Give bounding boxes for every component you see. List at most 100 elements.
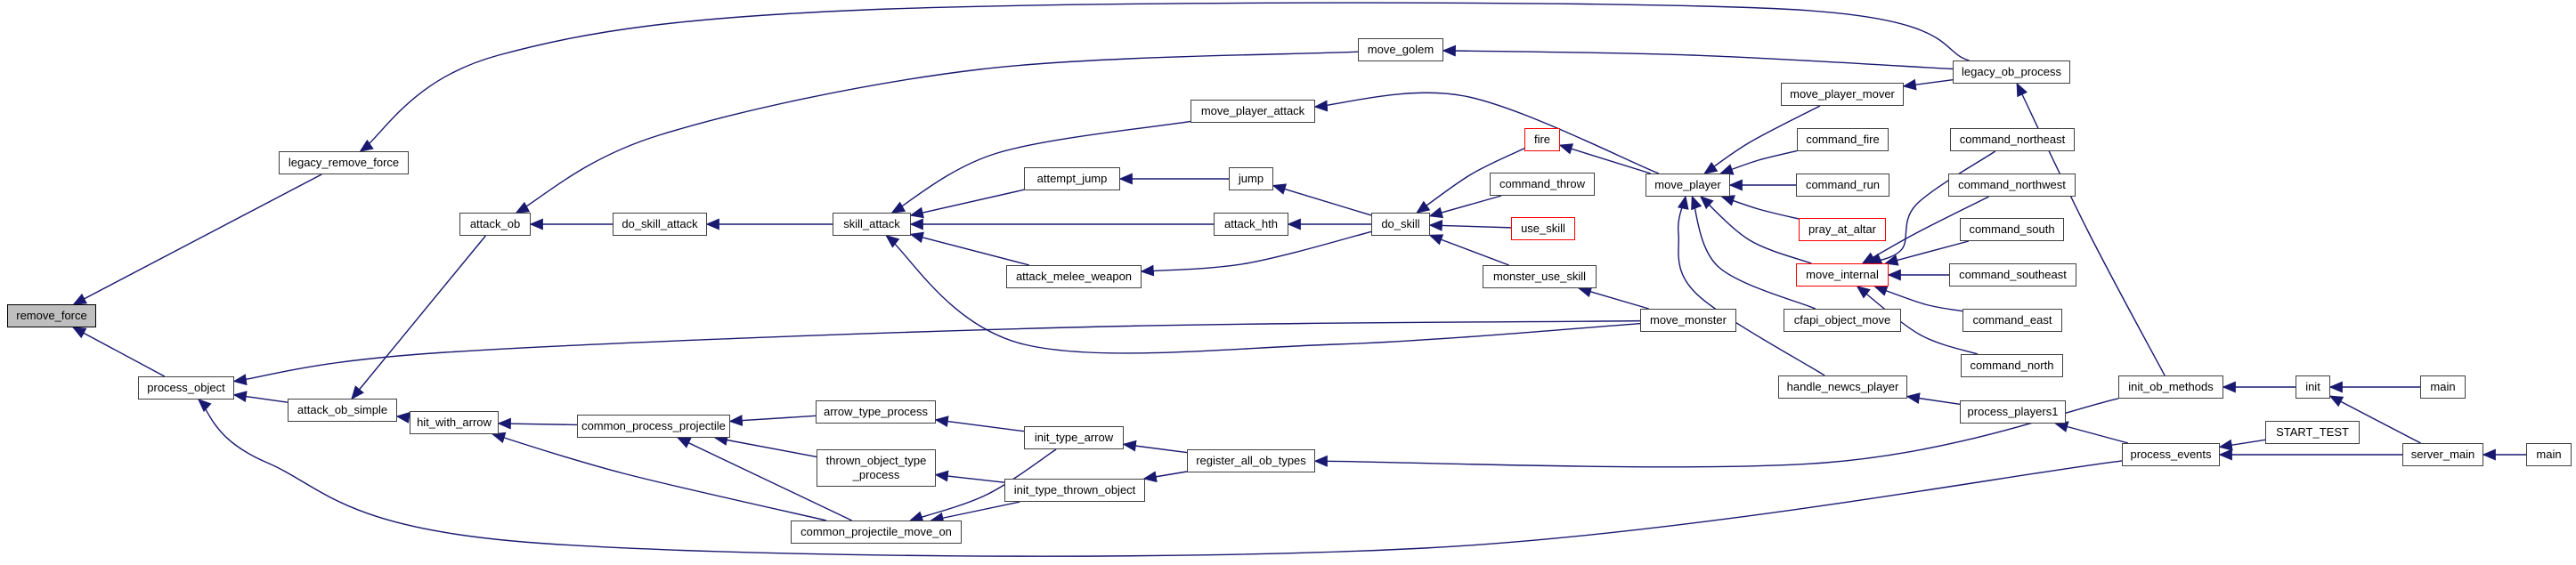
graph-node-init_ob_methods[interactable]: init_ob_methods: [2118, 375, 2223, 399]
graph-node-common_process_projectile[interactable]: common_process_projectile: [577, 415, 730, 438]
edge-attack_ob_simple-to-process_object: [232, 391, 288, 403]
edge-do_skill-to-jump: [1272, 183, 1372, 216]
edge-move_internal-to-move_player: [1699, 195, 1812, 264]
edge-move_golem-to-attack_ob: [515, 51, 1359, 214]
edge-START_TEST-to-process_events: [2218, 439, 2266, 451]
edge-common_process_projectile-to-hit_with_arrow: [497, 417, 578, 430]
edge-pray_at_altar-to-move_player: [1720, 195, 1800, 220]
graph-node-command_north[interactable]: command_north: [1961, 354, 2063, 377]
edge-register_all_ob_types-to-init_type_arrow: [1122, 440, 1188, 454]
edge-legacy_ob_process-to-move_player_mover: [1902, 78, 1954, 91]
edge-attempt_jump-to-skill_attack: [909, 189, 1025, 219]
graph-node-attack_ob[interactable]: attack_ob: [459, 213, 531, 236]
graph-node-command_throw[interactable]: command_throw: [1490, 173, 1595, 196]
edge-use_skill-to-do_skill: [1428, 219, 1512, 231]
graph-node-init_type_thrown_object[interactable]: init_type_thrown_object: [1004, 479, 1145, 502]
graph-node-legacy_remove_force[interactable]: legacy_remove_force: [279, 151, 409, 174]
graph-node-attempt_jump[interactable]: attempt_jump: [1024, 167, 1120, 190]
edge-process_events-to-process_players1: [2054, 421, 2129, 444]
graph-node-process_players1[interactable]: process_players1: [1960, 400, 2066, 424]
graph-node-move_monster[interactable]: move_monster: [1640, 309, 1736, 332]
graph-node-command_northwest[interactable]: command_northwest: [1948, 174, 2076, 197]
edge-move_monster-to-process_object: [232, 319, 1641, 386]
graph-node-use_skill[interactable]: use_skill: [1511, 217, 1575, 240]
graph-node-cfapi_object_move[interactable]: cfapi_object_move: [1784, 309, 1901, 332]
edge-cfapi_object_move-to-move_player: [1691, 195, 1816, 310]
graph-node-move_internal[interactable]: move_internal: [1796, 263, 1889, 287]
edge-common_projectile_move_on-to-common_process_projectile: [676, 437, 852, 521]
edge-fire-to-do_skill: [1416, 148, 1525, 214]
edge-attack_melee_weapon-to-skill_attack: [909, 231, 1030, 266]
edge-command_northwest-to-move_internal: [1861, 196, 1989, 264]
graph-node-server_main[interactable]: server_main: [2402, 443, 2483, 466]
graph-node-remove_force: remove_force: [7, 304, 96, 327]
edge-hit_with_arrow-to-attack_ob_simple: [395, 411, 410, 424]
graph-node-skill_attack[interactable]: skill_attack: [833, 213, 911, 236]
graph-node-legacy_ob_process[interactable]: legacy_ob_process: [1953, 61, 2070, 84]
edge-move_player-to-fire: [1558, 143, 1652, 174]
edge-move_player_attack-to-skill_attack: [890, 120, 1191, 214]
graph-node-command_northeast[interactable]: command_northeast: [1950, 128, 2075, 151]
edge-arrow_type_process-to-common_process_projectile: [728, 415, 817, 427]
graph-node-monster_use_skill[interactable]: monster_use_skill: [1483, 265, 1597, 288]
graph-node-main_bottom[interactable]: main: [2526, 443, 2572, 466]
edge-init_ob_methods-to-legacy_ob_process: [2016, 82, 2166, 376]
graph-node-process_events[interactable]: process_events: [2122, 443, 2220, 466]
graph-node-command_southeast[interactable]: command_southeast: [1949, 263, 2076, 287]
graph-node-jump[interactable]: jump: [1229, 167, 1273, 190]
edge-common_projectile_move_on-to-hit_with_arrow: [491, 432, 827, 521]
graph-node-arrow_type_process[interactable]: arrow_type_process: [816, 400, 936, 424]
graph-node-move_player[interactable]: move_player: [1646, 174, 1730, 197]
graph-node-attack_melee_weapon[interactable]: attack_melee_weapon: [1006, 265, 1142, 288]
edge-init_type_arrow-to-arrow_type_process: [934, 416, 1025, 432]
graph-node-common_projectile_move_on[interactable]: common_projectile_move_on: [791, 521, 962, 544]
graph-node-move_player_mover[interactable]: move_player_mover: [1781, 83, 1904, 106]
edge-do_skill-to-attack_melee_weapon: [1140, 230, 1372, 277]
graph-node-pray_at_altar[interactable]: pray_at_altar: [1799, 218, 1886, 241]
graph-node-handle_newcs_player[interactable]: handle_newcs_player: [1778, 375, 1907, 399]
graph-node-do_skill[interactable]: do_skill: [1371, 213, 1430, 236]
graph-node-command_east[interactable]: command_east: [1962, 309, 2062, 332]
edge-command_northeast-to-move_internal: [1867, 150, 1996, 264]
graph-node-main_top[interactable]: main: [2420, 375, 2466, 399]
edge-init_type_thrown_object-to-thrown_object_type_process: [934, 470, 1005, 483]
graph-node-register_all_ob_types[interactable]: register_all_ob_types: [1187, 449, 1315, 472]
graph-node-START_TEST[interactable]: START_TEST: [2265, 421, 2360, 444]
edge-legacy_remove_force-to-remove_force: [72, 174, 322, 305]
graph-node-thrown_object_type_process[interactable]: thrown_object_type _process: [817, 449, 936, 487]
edge-handle_newcs_player-to-move_player: [1677, 195, 1825, 376]
graph-node-init_type_arrow[interactable]: init_type_arrow: [1024, 426, 1124, 449]
edge-thrown_object_type_process-to-common_process_projectile: [713, 434, 817, 458]
graph-node-init[interactable]: init: [2296, 375, 2330, 399]
edge-move_player_mover-to-move_player: [1703, 105, 1821, 174]
graph-node-process_object[interactable]: process_object: [138, 376, 234, 400]
edge-register_all_ob_types-to-init_type_thrown_object: [1142, 471, 1188, 483]
edge-legacy_ob_process-to-legacy_remove_force: [359, 2, 1970, 152]
graph-node-hit_with_arrow[interactable]: hit_with_arrow: [410, 411, 499, 434]
graph-node-move_player_attack[interactable]: move_player_attack: [1190, 100, 1315, 123]
edge-move_monster-to-skill_attack: [885, 235, 1641, 354]
graph-node-attack_hth[interactable]: attack_hth: [1214, 213, 1288, 236]
edge-legacy_ob_process-to-move_golem: [1442, 44, 1954, 70]
edge-process_players1-to-handle_newcs_player: [1906, 392, 1961, 405]
edge-command_throw-to-do_skill: [1428, 195, 1502, 219]
edge-monster_use_skill-to-do_skill: [1428, 234, 1509, 266]
graph-node-command_run[interactable]: command_run: [1796, 174, 1889, 197]
edge-move_player-to-move_player_attack: [1313, 92, 1660, 174]
edge-init_type_thrown_object-to-common_projectile_move_on: [930, 501, 1020, 524]
edge-command_east-to-move_internal: [1873, 285, 1963, 312]
edge-init_type_arrow-to-common_projectile_move_on: [908, 448, 1057, 522]
edge-command_fire-to-move_player: [1719, 149, 1798, 175]
graph-node-move_golem[interactable]: move_golem: [1358, 38, 1443, 61]
graph-node-attack_ob_simple[interactable]: attack_ob_simple: [288, 399, 397, 422]
graph-node-command_fire[interactable]: command_fire: [1797, 128, 1889, 151]
graph-node-command_south[interactable]: command_south: [1960, 218, 2064, 241]
graph-node-fire[interactable]: fire: [1524, 128, 1560, 151]
edge-attack_ob-to-attack_ob_simple: [351, 235, 486, 400]
graph-node-do_skill_attack[interactable]: do_skill_attack: [613, 213, 707, 236]
edge-command_south-to-move_internal: [1884, 240, 1970, 266]
edge-server_main-to-init: [2328, 395, 2421, 444]
edge-process_object-to-remove_force: [71, 327, 166, 377]
